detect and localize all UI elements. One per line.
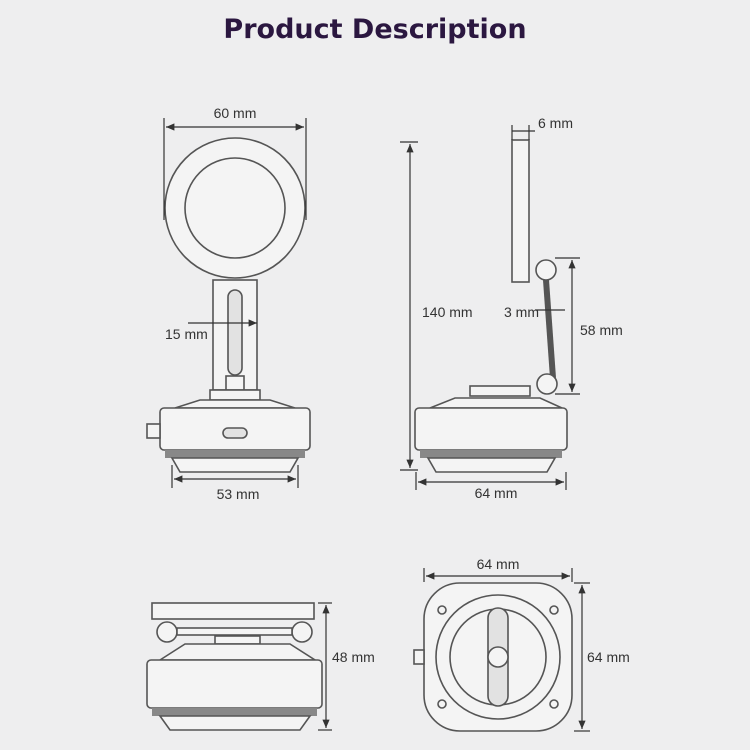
drawing-part: [549, 605, 559, 615]
drawing-part: [146, 659, 323, 709]
drawing-part: [225, 375, 245, 391]
drawing-part: [437, 605, 447, 615]
side-view: 140 mm 6 mm 3 mm 58 mm 64 mm: [400, 115, 623, 501]
drawing-part: [291, 621, 313, 643]
top-view: 64 mm 64 mm: [413, 556, 630, 732]
top-depth-label: 64 mm: [587, 649, 630, 665]
dimension-line: [543, 279, 556, 379]
arm-thickness-label: 6 mm: [538, 115, 573, 131]
drawing-part: [549, 699, 559, 709]
drawing-part: [535, 259, 557, 281]
drawing-part: [209, 389, 261, 401]
drawing-part: [214, 635, 261, 645]
top-width-label: 64 mm: [477, 556, 520, 572]
side-base: [414, 407, 568, 451]
drawing-part: [437, 699, 447, 709]
side-base-label: 64 mm: [475, 485, 518, 501]
hinge-gap-label: 3 mm: [504, 304, 539, 320]
drawing-part: [487, 646, 509, 668]
total-height-label: 140 mm: [422, 304, 473, 320]
drawing-part: [536, 373, 558, 395]
drawing-part: [156, 621, 178, 643]
front-width-label: 60 mm: [214, 105, 257, 121]
usb-c-port: [222, 427, 248, 439]
grille: [165, 450, 305, 458]
front-base-label: 53 mm: [217, 486, 260, 502]
folded-plate: [151, 602, 315, 620]
arm-height-label: 58 mm: [580, 322, 623, 338]
arm-plate: [511, 139, 530, 283]
magnetic-ring-inner: [184, 157, 286, 259]
folded-height-label: 48 mm: [332, 649, 375, 665]
stem-width-label: 15 mm: [165, 326, 208, 342]
drawing-part: [152, 708, 317, 716]
drawing-part: [420, 450, 562, 458]
drawing-part: [176, 627, 293, 636]
side-button: [146, 423, 161, 439]
front-view: 60 mm 15 mm 53 mm: [146, 105, 311, 502]
drawing-part: [413, 649, 425, 665]
drawing-part: [227, 289, 243, 376]
drawing-part: [469, 385, 531, 397]
page-title: Product Description: [223, 14, 527, 45]
folded-view: 48 mm: [146, 602, 375, 731]
